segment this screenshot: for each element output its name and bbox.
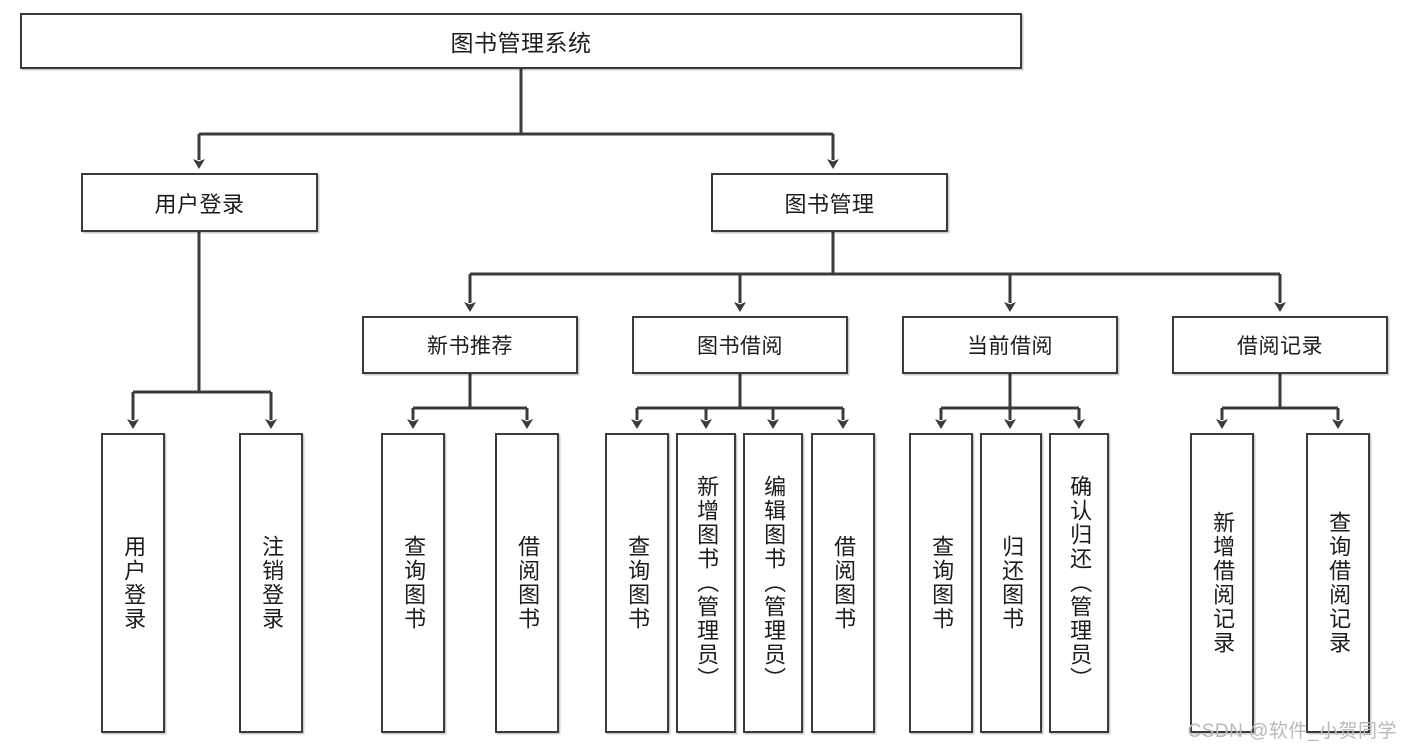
leaf-borrow-books-recommend[interactable]: 借阅图书 — [495, 433, 559, 733]
leaf-add-book-admin[interactable]: 新增图书（管理员） — [676, 433, 736, 733]
node-user-login[interactable]: 用户登录 — [81, 173, 318, 232]
node-label: 借阅图书 — [515, 535, 541, 631]
node-label: 查询图书 — [625, 535, 651, 631]
node-label: 借阅记录 — [1237, 335, 1323, 358]
node-label: 用户登录 — [121, 535, 147, 631]
node-label: 图书管理系统 — [450, 30, 592, 56]
node-book-management[interactable]: 图书管理 — [711, 173, 948, 232]
node-label: 当前借阅 — [967, 335, 1053, 358]
node-label: 编辑图书（管理员） — [761, 475, 787, 691]
leaf-query-borrow-record[interactable]: 查询借阅记录 — [1306, 433, 1370, 733]
leaf-borrow-books[interactable]: 借阅图书 — [811, 433, 875, 733]
node-label: 图书借阅 — [697, 335, 783, 358]
leaf-confirm-return-admin[interactable]: 确认归还（管理员） — [1049, 433, 1109, 733]
node-label: 确认归还（管理员） — [1067, 475, 1093, 691]
leaf-return-books[interactable]: 归还图书 — [980, 433, 1042, 733]
node-new-book-recommendation[interactable]: 新书推荐 — [362, 316, 578, 374]
node-label: 查询借阅记录 — [1326, 511, 1352, 655]
node-current-borrow[interactable]: 当前借阅 — [902, 316, 1118, 374]
leaf-logout[interactable]: 注销登录 — [239, 433, 303, 733]
csdn-watermark: CSDN @软件_小贺同学 — [1187, 721, 1397, 742]
node-label: 注销登录 — [259, 535, 285, 631]
node-label: 新增图书（管理员） — [694, 475, 720, 691]
node-label: 归还图书 — [999, 535, 1025, 631]
node-label: 用户登录 — [154, 191, 245, 217]
node-book-borrow[interactable]: 图书借阅 — [632, 316, 848, 374]
leaf-edit-book-admin[interactable]: 编辑图书（管理员） — [743, 433, 803, 733]
node-label: 新增借阅记录 — [1210, 511, 1236, 655]
leaf-add-borrow-record[interactable]: 新增借阅记录 — [1190, 433, 1254, 733]
node-label: 图书管理 — [784, 191, 875, 217]
node-label: 查询图书 — [401, 535, 427, 631]
node-label: 查询图书 — [929, 535, 955, 631]
leaf-user-login[interactable]: 用户登录 — [101, 433, 165, 733]
node-borrow-records[interactable]: 借阅记录 — [1172, 316, 1388, 374]
leaf-query-books-current[interactable]: 查询图书 — [909, 433, 973, 733]
leaf-query-books-borrow[interactable]: 查询图书 — [605, 433, 669, 733]
node-root-system[interactable]: 图书管理系统 — [20, 13, 1022, 69]
leaf-query-books-recommend[interactable]: 查询图书 — [381, 433, 445, 733]
node-label: 新书推荐 — [427, 335, 513, 358]
node-label: 借阅图书 — [831, 535, 857, 631]
